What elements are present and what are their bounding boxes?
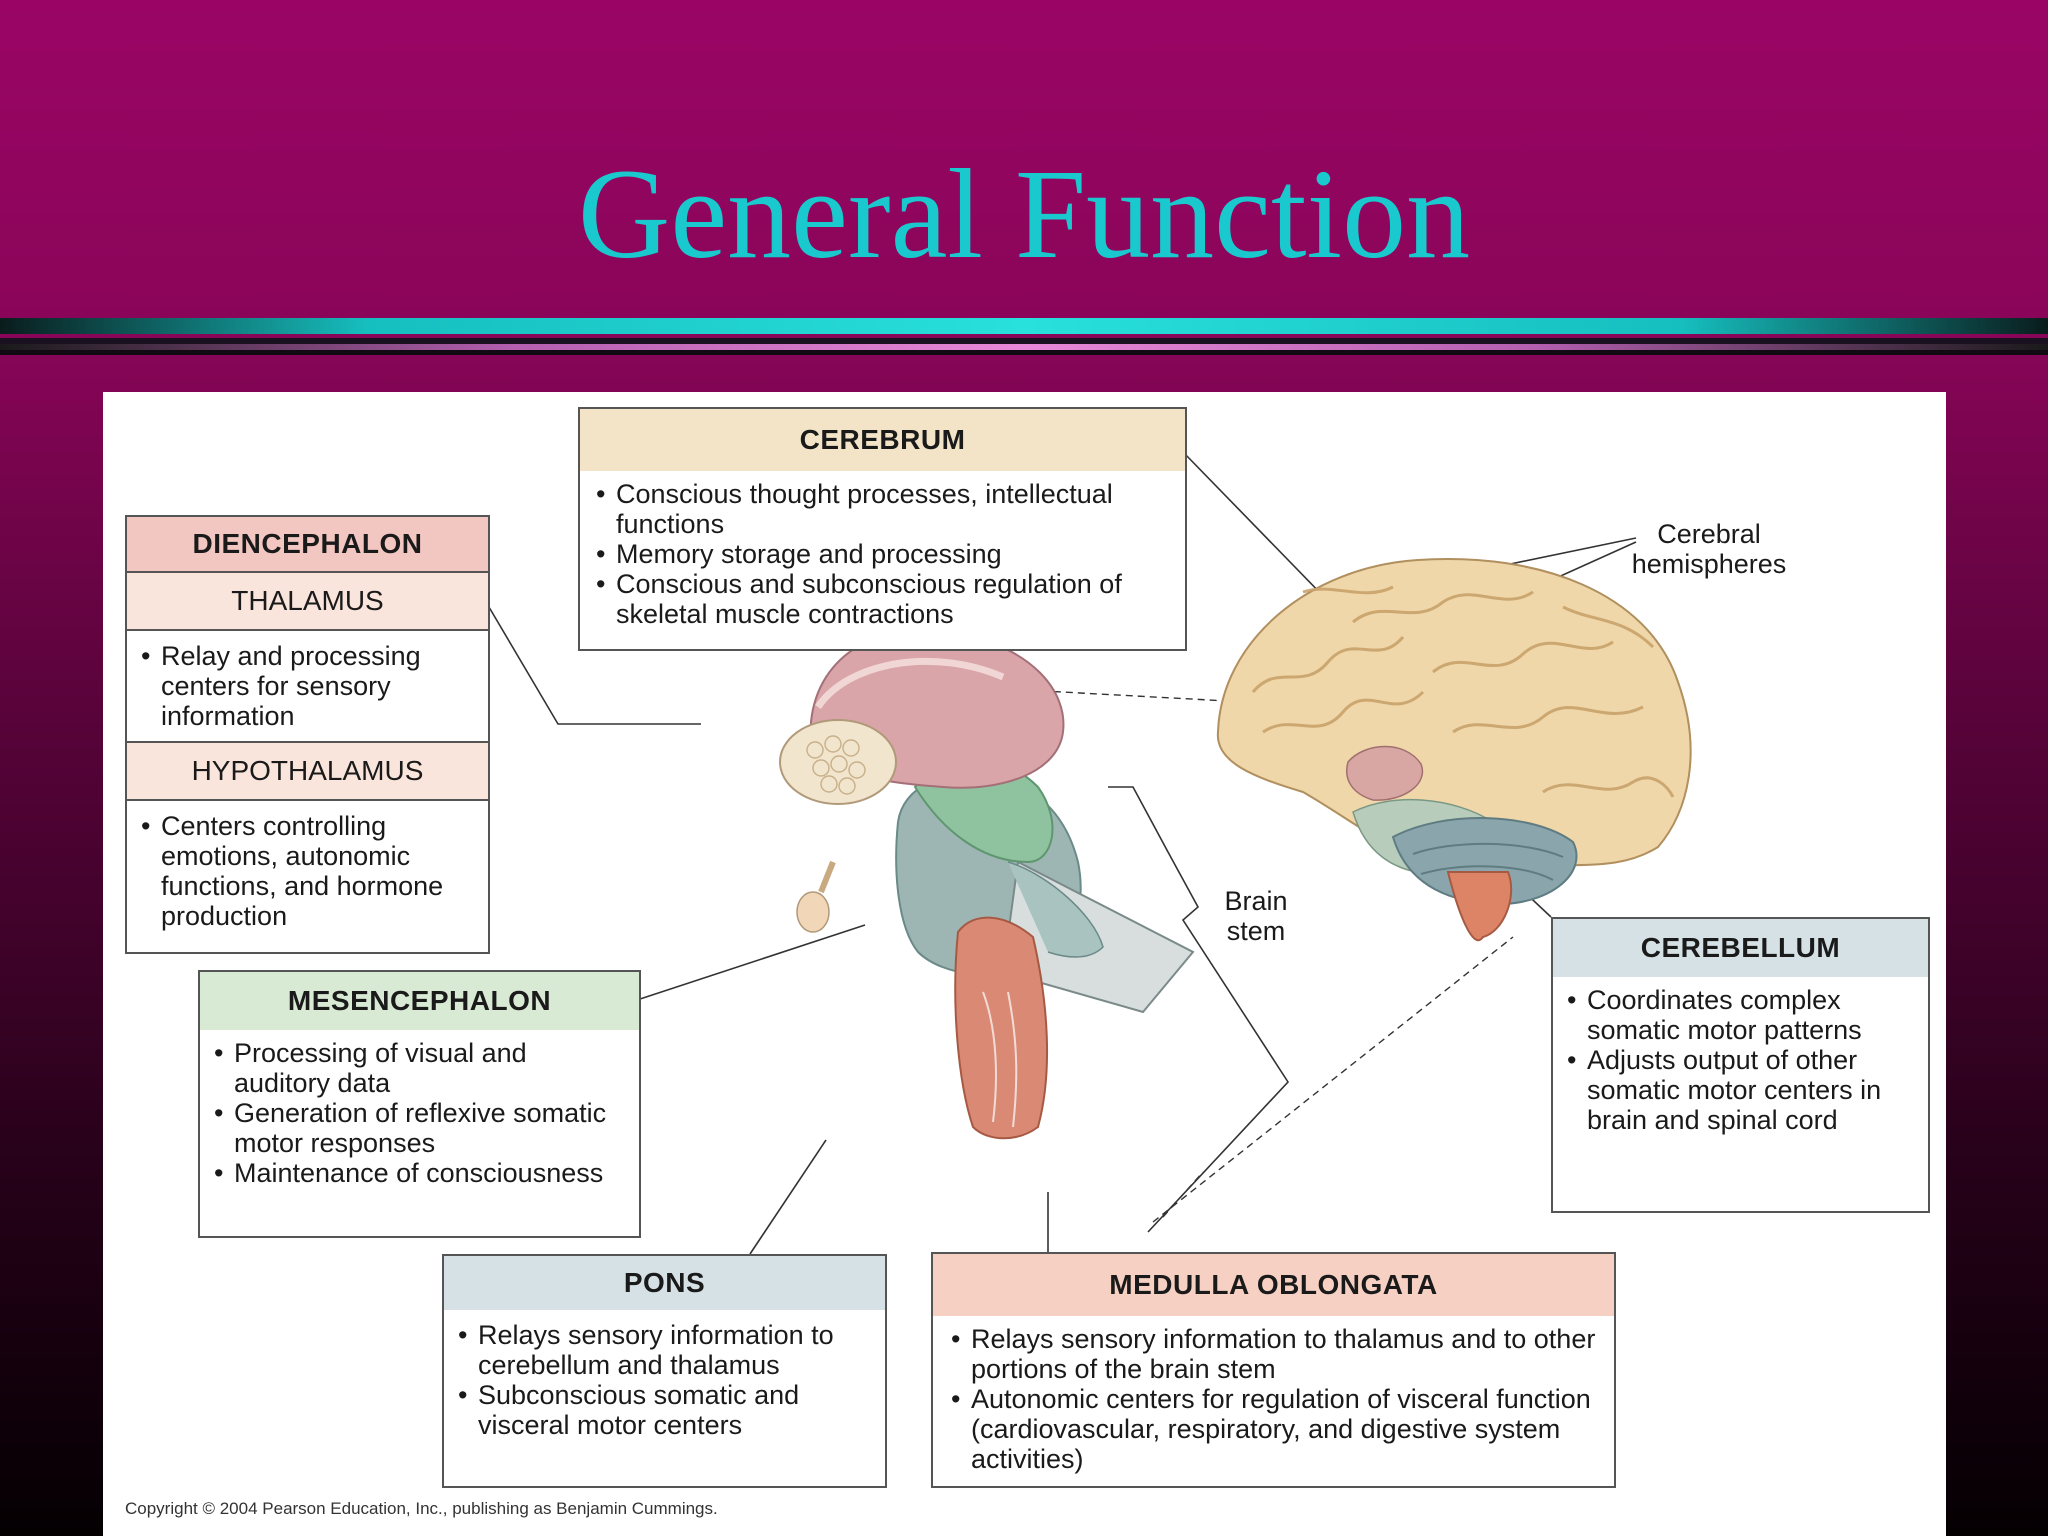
mesencephalon-item: Maintenance of consciousness — [214, 1158, 625, 1188]
medulla-oblongata-item: Autonomic centers for regulation of visc… — [951, 1384, 1596, 1474]
pons-item: Relays sensory information to cerebellum… — [458, 1320, 871, 1380]
mesencephalon-list: Processing of visual and auditory data G… — [200, 1030, 639, 1188]
cerebellum-box: CEREBELLUM Coordinates complex somatic m… — [1551, 917, 1930, 1213]
diencephalon-title: DIENCEPHALON — [127, 517, 488, 573]
cerebrum-item: Conscious thought processes, intellectua… — [596, 479, 1169, 539]
thalamus-title: THALAMUS — [127, 573, 488, 631]
cerebrum-list: Conscious thought processes, intellectua… — [580, 471, 1185, 629]
mesencephalon-title: MESENCEPHALON — [200, 972, 639, 1030]
hypothalamus-title: HYPOTHALAMUS — [127, 741, 488, 801]
mesencephalon-box: MESENCEPHALON Processing of visual and a… — [198, 970, 641, 1238]
brain-illustration — [485, 451, 1692, 1255]
cerebellum-list: Coordinates complex somatic motor patter… — [1553, 977, 1928, 1135]
copyright-note: Copyright © 2004 Pearson Education, Inc.… — [125, 1499, 718, 1518]
mesencephalon-item: Processing of visual and auditory data — [214, 1038, 625, 1098]
pons-title: PONS — [444, 1256, 885, 1310]
brain-stem-illustration — [779, 628, 1195, 1140]
cerebellum-title: CEREBELLUM — [1553, 919, 1928, 977]
slide-title: General Function — [577, 143, 1471, 285]
brain-diagram: CEREBRUM Conscious thought processes, in… — [103, 392, 1946, 1536]
medulla-oblongata-list: Relays sensory information to thalamus a… — [933, 1316, 1614, 1474]
title-divider — [0, 318, 2048, 334]
brain-stem-label: Brain stem — [1224, 886, 1288, 946]
medulla-oblongata-title: MEDULLA OBLONGATA — [933, 1254, 1614, 1316]
title-divider-dark — [0, 338, 2048, 344]
title-divider-pink — [0, 344, 2048, 350]
mesencephalon-item: Generation of reflexive somatic motor re… — [214, 1098, 625, 1158]
cerebrum-title: CEREBRUM — [580, 409, 1185, 471]
pons-list: Relays sensory information to cerebellum… — [444, 1310, 885, 1440]
title-divider-bottom — [0, 350, 2048, 355]
cerebrum-box: CEREBRUM Conscious thought processes, in… — [578, 407, 1187, 651]
hypothalamus-item: Centers controlling emotions, autonomic … — [141, 811, 474, 931]
pons-item: Subconscious somatic and visceral motor … — [458, 1380, 871, 1440]
hypothalamus-list: Centers controlling emotions, autonomic … — [127, 801, 488, 941]
cerebral-hemispheres-label: Cerebral hemispheres — [1631, 519, 1787, 579]
pons-box: PONS Relays sensory information to cereb… — [442, 1254, 887, 1488]
medulla-oblongata-box: MEDULLA OBLONGATA Relays sensory informa… — [931, 1252, 1616, 1488]
cerebrum-item: Memory storage and processing — [596, 539, 1169, 569]
cerebellum-item: Coordinates complex somatic motor patter… — [1567, 985, 1914, 1045]
thalamus-list: Relay and processing centers for sensory… — [127, 631, 488, 741]
cerebrum-item: Conscious and subconscious regulation of… — [596, 569, 1169, 629]
medulla-oblongata-item: Relays sensory information to thalamus a… — [951, 1324, 1596, 1384]
thalamus-item: Relay and processing centers for sensory… — [141, 641, 474, 731]
diencephalon-box: DIENCEPHALON THALAMUS Relay and processi… — [125, 515, 490, 954]
cerebellum-item: Adjusts output of other somatic motor ce… — [1567, 1045, 1914, 1135]
whole-brain — [1216, 558, 1692, 942]
